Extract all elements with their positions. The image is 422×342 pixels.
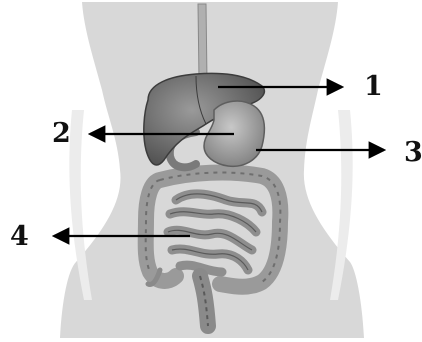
label-2: 2 <box>52 120 71 147</box>
label-1: 1 <box>364 73 383 100</box>
label-4: 4 <box>10 223 29 250</box>
esophagus <box>198 4 207 80</box>
label-3: 3 <box>404 139 422 166</box>
